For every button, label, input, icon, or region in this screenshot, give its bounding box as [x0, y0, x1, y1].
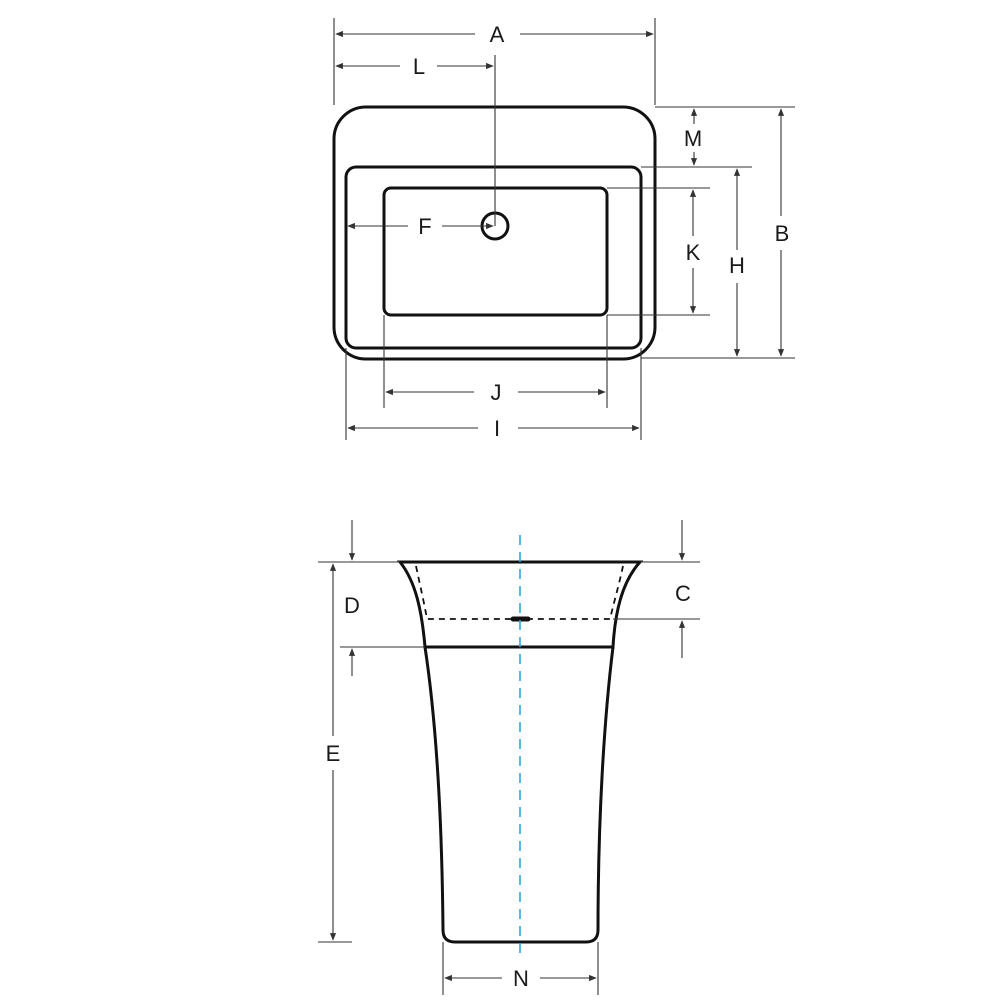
label-k: K — [686, 240, 701, 265]
dimension-e: E — [318, 563, 352, 943]
label-j: J — [491, 380, 502, 405]
label-a: A — [490, 22, 505, 47]
label-n: N — [513, 966, 529, 991]
dimension-d: D — [318, 520, 425, 676]
side-view: C D E N — [318, 520, 700, 995]
dimension-i: I — [345, 348, 642, 441]
dimension-b: B — [655, 106, 795, 359]
dimension-c: C — [613, 520, 700, 658]
label-e: E — [326, 741, 341, 766]
label-l: L — [413, 54, 425, 79]
dimension-l: L — [335, 54, 496, 226]
label-c: C — [675, 581, 691, 606]
label-b: B — [775, 221, 790, 246]
dimension-n: N — [442, 942, 599, 995]
dimension-k: K — [607, 187, 710, 316]
label-m: M — [684, 126, 702, 151]
dimension-f: F — [347, 214, 494, 239]
dimension-a: A — [333, 18, 656, 105]
label-d: D — [344, 593, 360, 618]
label-h: H — [729, 253, 745, 278]
pedestal-body — [423, 646, 615, 944]
dimension-m: M — [641, 106, 710, 168]
basin-inner-rim — [344, 165, 643, 350]
dimension-h: H — [641, 166, 752, 359]
label-i: I — [494, 416, 500, 441]
top-view: A L M B — [332, 18, 795, 441]
dimension-j: J — [383, 315, 608, 408]
label-f: F — [418, 214, 431, 239]
